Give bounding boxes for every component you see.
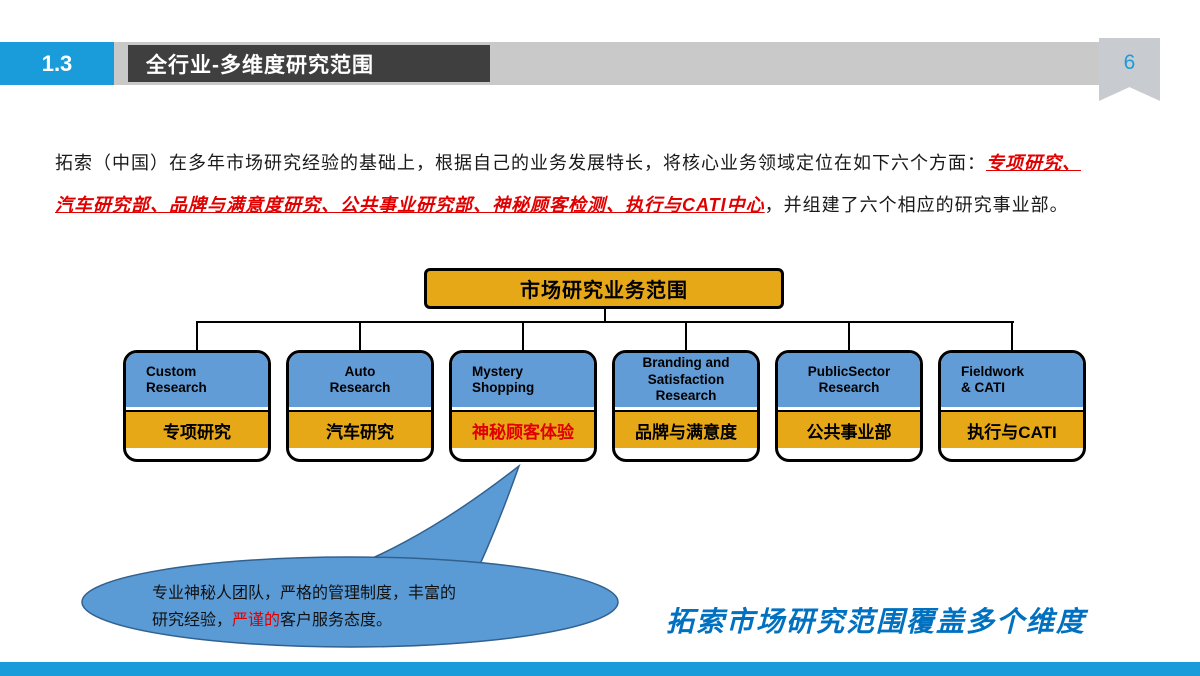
divider-gap	[126, 407, 268, 410]
org-node-en-label: Auto Research	[289, 353, 431, 407]
org-node-branding-satisfaction: Branding and Satisfaction Research 品牌与满意…	[612, 350, 760, 462]
intro-paragraph: 拓索（中国）在多年市场研究经验的基础上，根据自己的业务发展特长，将核心业务领域定…	[55, 142, 1087, 226]
callout-text-red: 严谨的	[232, 612, 281, 629]
tagline: 拓索市场研究范围覆盖多个维度	[666, 605, 1087, 638]
callout-bubble	[81, 463, 619, 648]
connector-line	[1011, 321, 1013, 350]
org-root-label: 市场研究业务范围	[520, 280, 688, 302]
page-title-box: 全行业-多维度研究范围	[128, 45, 490, 82]
page-number-bookmark: 6	[1099, 38, 1160, 101]
divider-gap	[778, 407, 920, 410]
org-node-en-label: Fieldwork & CATI	[941, 353, 1083, 407]
divider-line	[615, 410, 757, 412]
org-node-auto-research: Auto Research 汽车研究	[286, 350, 434, 462]
section-number: 1.3	[41, 50, 73, 76]
org-node-en-label: Branding and Satisfaction Research	[615, 353, 757, 407]
org-node-en-label: Custom Research	[126, 353, 268, 407]
org-node-cn-label: 品牌与满意度	[615, 412, 757, 448]
page-title: 全行业-多维度研究范围	[146, 53, 374, 77]
org-nodes-row: Custom Research 专项研究 Auto Research 汽车研究 …	[123, 350, 1086, 462]
connector-line	[196, 321, 198, 350]
org-node-fieldwork-cati: Fieldwork & CATI 执行与CATI	[938, 350, 1086, 462]
org-node-cn-label: 公共事业部	[778, 412, 920, 448]
footer-bar	[0, 662, 1200, 676]
divider-gap	[615, 407, 757, 410]
connector-line	[359, 321, 361, 350]
connector-line	[196, 321, 1014, 323]
org-node-custom-research: Custom Research 专项研究	[123, 350, 271, 462]
intro-text-lead: 拓索（中国）在多年市场研究经验的基础上，根据自己的业务发展特长，将核心业务领域定…	[55, 153, 986, 173]
callout-ellipse	[81, 556, 619, 648]
intro-text-tail: ，并组建了六个相应的研究事业部。	[764, 195, 1069, 215]
org-node-cn-label: 神秘顾客体验	[452, 412, 594, 448]
divider-line	[126, 410, 268, 412]
section-number-box: 1.3	[0, 42, 114, 85]
divider-gap	[941, 407, 1083, 410]
divider-gap	[452, 407, 594, 410]
callout-text-before: 专业神秘人团队，严格的管理制度，丰富的研究经验，	[152, 585, 457, 629]
org-node-en-label: PublicSector Research	[778, 353, 920, 407]
connector-line	[685, 321, 687, 350]
callout-text-after: 客户服务态度。	[280, 612, 393, 629]
divider-line	[778, 410, 920, 412]
org-root-node: 市场研究业务范围	[424, 268, 784, 309]
org-node-cn-label: 汽车研究	[289, 412, 431, 448]
org-node-cn-label: 专项研究	[126, 412, 268, 448]
page-number: 6	[1123, 50, 1136, 74]
intro-highlight: 专项研究、汽车研究部、品牌与满意度研究、公共事业研究部、神秘顾客检测、执行与CA…	[55, 153, 1081, 215]
org-node-en-label: Mystery Shopping	[452, 353, 594, 407]
org-node-mystery-shopping: Mystery Shopping 神秘顾客体验	[449, 350, 597, 462]
connector-line	[604, 309, 606, 322]
org-node-public-sector: PublicSector Research 公共事业部	[775, 350, 923, 462]
org-node-cn-label: 执行与CATI	[941, 412, 1083, 448]
divider-line	[941, 410, 1083, 412]
connector-line	[522, 321, 524, 350]
callout-text: 专业神秘人团队，严格的管理制度，丰富的研究经验，严谨的客户服务态度。	[152, 580, 468, 634]
divider-line	[452, 410, 594, 412]
connector-line	[848, 321, 850, 350]
divider-line	[289, 410, 431, 412]
divider-gap	[289, 407, 431, 410]
